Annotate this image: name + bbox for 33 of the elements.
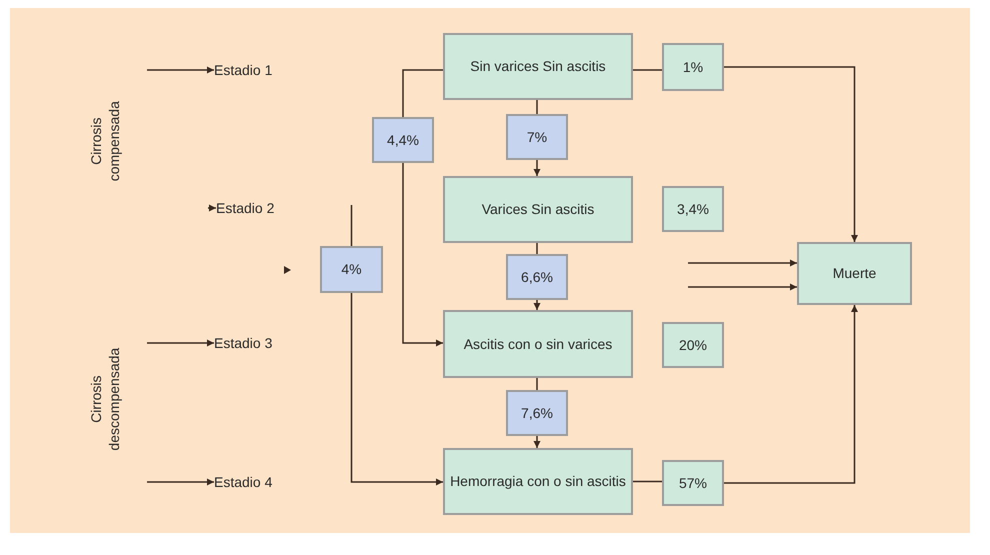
arrow bbox=[208, 204, 216, 212]
stage-label: Estadio 4 bbox=[214, 472, 284, 492]
arrow bbox=[534, 300, 540, 310]
stage-label: Estadio 1 bbox=[214, 60, 284, 80]
group-label: Cirrosis descompensada bbox=[86, 346, 123, 453]
rate-box: 7% bbox=[506, 114, 568, 160]
arrow bbox=[350, 293, 443, 486]
stage-label: Estadio 2 bbox=[216, 198, 286, 218]
arrow bbox=[724, 305, 858, 484]
arrow bbox=[688, 260, 797, 266]
arrow bbox=[147, 340, 214, 346]
state-box: 1% bbox=[662, 43, 724, 91]
arrow bbox=[688, 284, 797, 290]
state-box: 57% bbox=[662, 460, 724, 506]
state-box: 3,4% bbox=[662, 186, 724, 232]
arrow bbox=[534, 160, 540, 176]
stage-label: Estadio 3 bbox=[214, 333, 284, 353]
arrow bbox=[724, 66, 858, 242]
rate-box: 4% bbox=[320, 246, 383, 293]
state-box: Hemorragia con o sin ascitis bbox=[443, 448, 633, 515]
arrow bbox=[147, 66, 214, 74]
state-box: Ascitis con o sin varices bbox=[443, 310, 633, 378]
arrow bbox=[147, 478, 214, 486]
rate-box: 7,6% bbox=[506, 390, 568, 436]
state-box: Muerte bbox=[797, 242, 912, 305]
arrow bbox=[402, 163, 443, 346]
state-box: Varices Sin ascitis bbox=[443, 176, 633, 243]
rate-box: 6,6% bbox=[506, 254, 568, 300]
rate-box: 4,4% bbox=[372, 117, 434, 163]
arrow bbox=[534, 436, 540, 448]
state-box: Sin varices Sin ascitis bbox=[443, 33, 633, 100]
state-box: 20% bbox=[662, 322, 724, 368]
group-label: Cirrosis compensada bbox=[86, 100, 123, 184]
